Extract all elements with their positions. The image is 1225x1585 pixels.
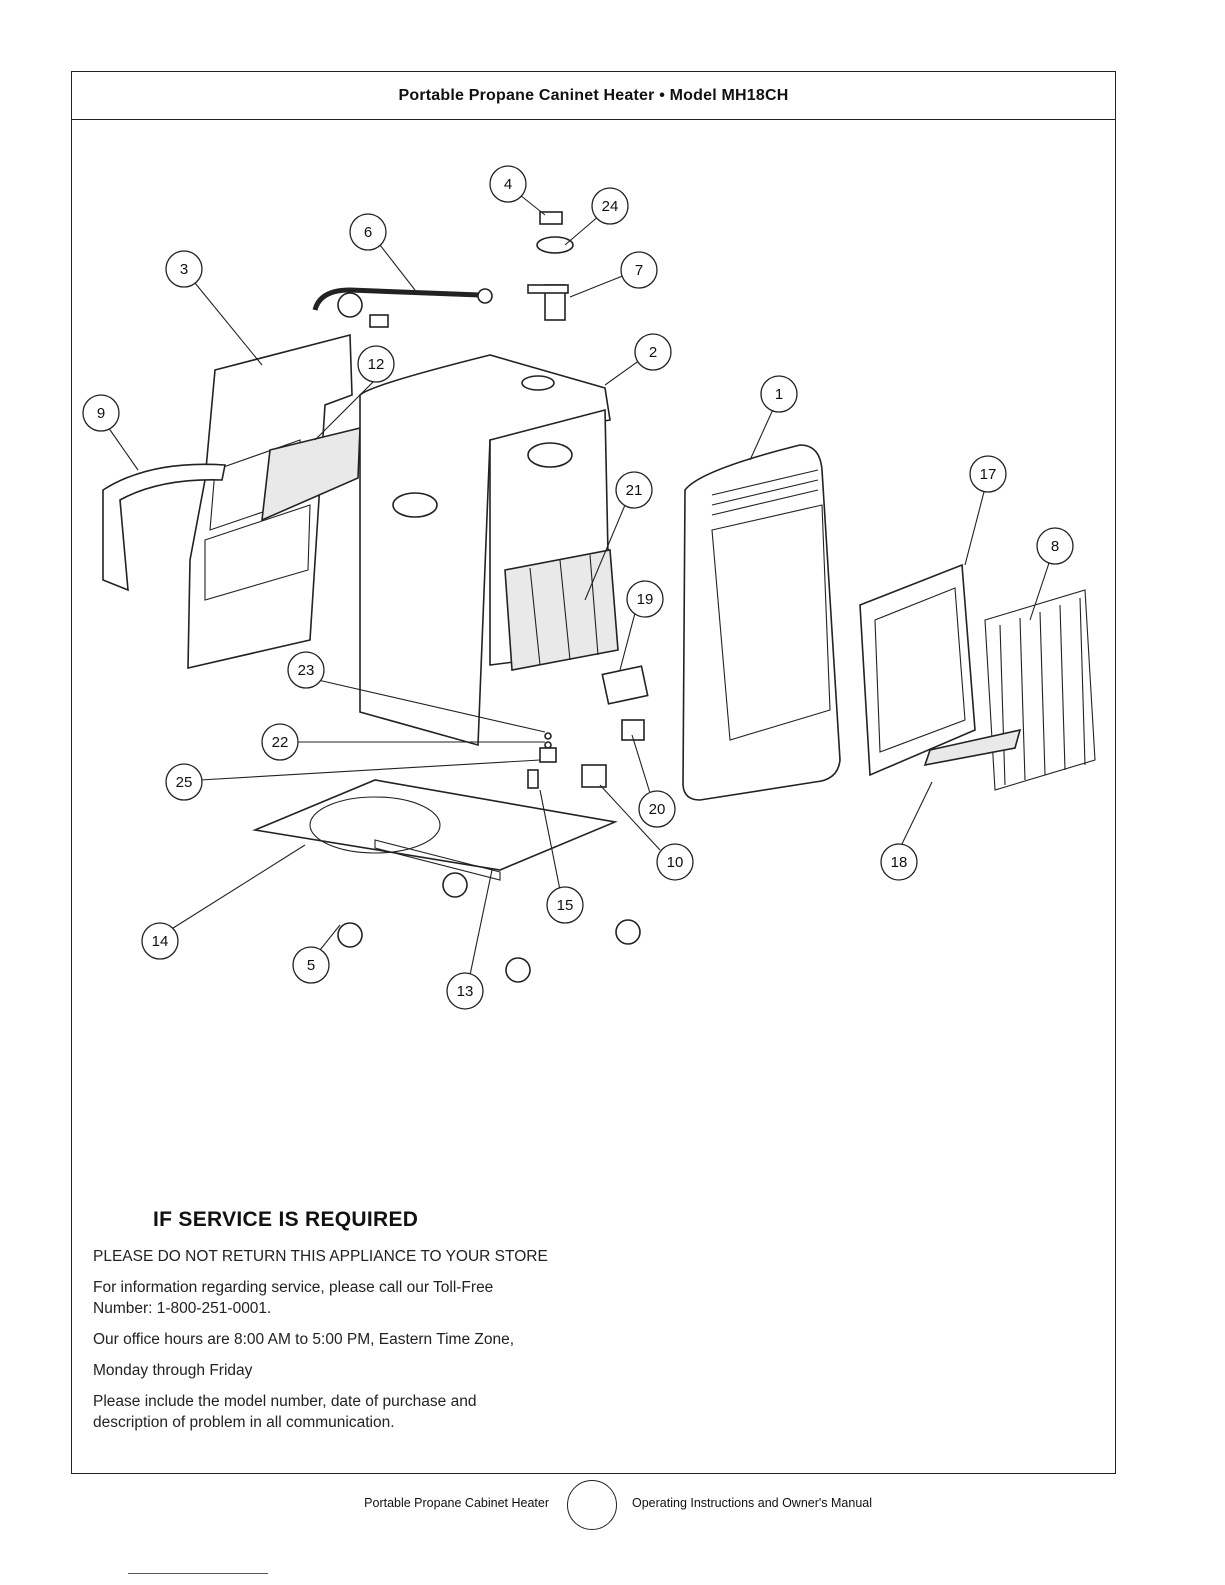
page-frame: Portable Propane Caninet Heater • Model … <box>71 71 1116 1474</box>
svg-text:4: 4 <box>504 176 512 193</box>
callout-5: 5 <box>292 946 330 984</box>
callout-13: 13 <box>446 972 484 1010</box>
burner-assembly <box>504 549 619 671</box>
heat-shield <box>261 426 361 522</box>
callout-4: 4 <box>489 165 527 203</box>
svg-text:1: 1 <box>775 386 783 403</box>
svg-text:3: 3 <box>180 261 188 278</box>
callout-8: 8 <box>1036 527 1074 565</box>
callout-24: 24 <box>591 187 629 225</box>
casters <box>337 872 641 983</box>
svg-text:14: 14 <box>152 933 169 950</box>
side-strap <box>102 463 226 592</box>
page-number-circle <box>567 1480 617 1530</box>
service-heading: IF SERVICE IS REQUIRED <box>153 1208 419 1231</box>
hose-regulator <box>312 287 493 328</box>
control-valve <box>527 211 574 321</box>
callout-25: 25 <box>165 763 203 801</box>
exploded-parts-diagram: 1 2 3 4 5 6 7 8 9 10 12 13 14 15 17 18 1… <box>82 165 1096 1010</box>
svg-text:7: 7 <box>635 262 643 279</box>
svg-text:2: 2 <box>649 344 657 361</box>
svg-text:13: 13 <box>457 983 474 1000</box>
small-components <box>527 665 649 789</box>
svg-text:8: 8 <box>1051 538 1059 555</box>
svg-text:12: 12 <box>368 356 385 373</box>
service-line-store: PLEASE DO NOT RETURN THIS APPLIANCE TO Y… <box>93 1248 548 1265</box>
service-line-include: Please include the model number, date of… <box>93 1393 477 1431</box>
svg-text:24: 24 <box>602 198 619 215</box>
callout-17: 17 <box>969 455 1007 493</box>
svg-text:5: 5 <box>307 957 315 974</box>
callout-9: 9 <box>82 394 120 432</box>
radiant-frame <box>859 563 976 777</box>
callout-2: 2 <box>634 333 672 371</box>
page-title: Portable Propane Caninet Heater • Model … <box>398 86 789 104</box>
callout-21: 21 <box>615 471 653 509</box>
base-assembly <box>252 779 618 881</box>
callout-15: 15 <box>546 886 584 924</box>
callout-20: 20 <box>638 790 676 828</box>
callout-12: 12 <box>357 345 395 383</box>
main-cabinet <box>359 354 611 747</box>
callout-18: 18 <box>880 843 918 881</box>
service-line-phone: For information regarding service, pleas… <box>93 1279 494 1317</box>
callout-19: 19 <box>626 580 664 618</box>
svg-text:19: 19 <box>637 591 654 608</box>
service-line-hours: Our office hours are 8:00 AM to 5:00 PM,… <box>93 1331 515 1348</box>
front-panel <box>682 444 841 801</box>
callout-14: 14 <box>141 922 179 960</box>
svg-text:20: 20 <box>649 801 666 818</box>
svg-text:6: 6 <box>364 224 372 241</box>
svg-text:25: 25 <box>176 774 193 791</box>
svg-text:17: 17 <box>980 466 997 483</box>
callout-6: 6 <box>349 213 387 251</box>
callout-23: 23 <box>287 651 325 689</box>
svg-text:10: 10 <box>667 854 684 871</box>
header-bar: Portable Propane Caninet Heater • Model … <box>72 72 1115 120</box>
service-line-days: Monday through Friday <box>93 1362 253 1379</box>
callout-7: 7 <box>620 251 658 289</box>
page-footer: Portable Propane Cabinet Heater Operatin… <box>0 1480 1225 1540</box>
footer-left-text: Portable Propane Cabinet Heater <box>364 1496 549 1510</box>
svg-text:15: 15 <box>557 897 574 914</box>
svg-text:18: 18 <box>891 854 908 871</box>
callout-10: 10 <box>656 843 694 881</box>
callout-22: 22 <box>261 723 299 761</box>
wire-guard <box>984 589 1096 791</box>
service-section: IF SERVICE IS REQUIRED PLEASE DO NOT RET… <box>93 1208 653 1443</box>
callout-3: 3 <box>165 250 203 288</box>
callout-1: 1 <box>760 375 798 413</box>
bottom-shield <box>923 728 1022 767</box>
svg-text:21: 21 <box>626 482 643 499</box>
svg-text:22: 22 <box>272 734 289 751</box>
footer-right-text: Operating Instructions and Owner's Manua… <box>632 1496 873 1510</box>
leader-lines <box>107 194 1051 976</box>
svg-text:23: 23 <box>298 662 315 679</box>
link-underline <box>128 1573 268 1574</box>
svg-text:9: 9 <box>97 405 105 422</box>
